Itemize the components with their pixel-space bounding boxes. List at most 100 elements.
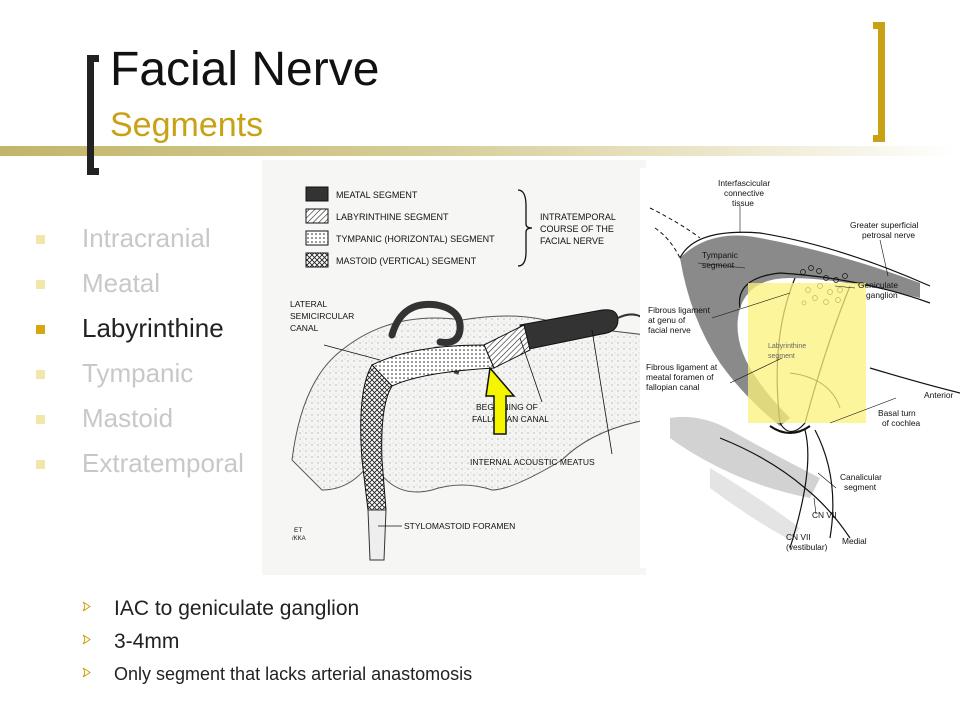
- title-rule: [0, 146, 960, 156]
- legend-label: MASTOID (VERTICAL) SEGMENT: [336, 256, 477, 266]
- segment-label: Extratemporal: [82, 448, 244, 478]
- nerve-outline: [814, 429, 834, 539]
- hollow-diamond-bullet-icon: [82, 667, 91, 678]
- diagram-label: connective: [724, 188, 764, 198]
- segment-item-meatal: Meatal: [36, 261, 244, 306]
- left-bracket-decoration: [87, 55, 99, 175]
- note-item: IAC to geniculate ganglion: [82, 592, 472, 625]
- diagram-label: petrosal nerve: [862, 230, 915, 240]
- diagram-label: Canalicular: [840, 472, 882, 482]
- diagram-label: fallopian canal: [646, 382, 700, 392]
- note-item: Only segment that lacks arterial anastom…: [82, 658, 472, 690]
- pointer-line: [711, 292, 791, 319]
- segment-label: Intracranial: [82, 223, 211, 253]
- brace-label: INTRATEMPORAL: [540, 212, 616, 222]
- up-arrow-icon: [485, 366, 516, 435]
- segment-item-tympanic: Tympanic: [36, 351, 244, 396]
- diagram-label: tissue: [732, 198, 754, 208]
- pointer-line: [323, 344, 381, 361]
- diagram-label: meatal foramen of: [646, 372, 714, 382]
- pointer-line: [813, 497, 817, 515]
- diagram-label: CANAL: [290, 323, 319, 333]
- diagram-label: BEGINNING OF: [476, 402, 538, 412]
- legend-label: TYMPANIC (HORIZONTAL) SEGMENT: [336, 234, 495, 244]
- segment-label: Meatal: [82, 268, 161, 298]
- legend-swatch-dots: [305, 230, 329, 246]
- diagram-label: Greater superficial: [850, 220, 919, 230]
- diagram-label: CN VII: [786, 532, 811, 542]
- pointer-line: [834, 285, 856, 289]
- square-bullet-icon: [36, 235, 45, 244]
- right-bracket-decoration: [873, 22, 885, 142]
- dashed-boundary: [654, 227, 681, 259]
- diagram-label: STYLOMASTOID FORAMEN: [404, 521, 515, 531]
- hollow-diamond-bullet-icon: [82, 601, 91, 612]
- diagram-label: Labyrinthine: [768, 343, 806, 350]
- note-item: 3-4mm: [82, 625, 472, 658]
- diagram-label: SEMICIRCULAR: [290, 311, 354, 321]
- pointer-line: [697, 262, 746, 269]
- artist-signature: ET: [294, 527, 302, 534]
- square-bullet-icon: [36, 280, 45, 289]
- legend-swatch-solid: [305, 186, 329, 202]
- pointer-line: [729, 357, 783, 384]
- diagram-label: segment: [768, 353, 795, 360]
- diagram-label: Fibrous ligament: [648, 305, 711, 315]
- pointer-line: [519, 337, 543, 403]
- nerve-outline: [738, 272, 931, 309]
- diagram-label: segment: [844, 482, 877, 492]
- semicircular-canal-illustration: [388, 300, 464, 346]
- diagram-label: segment: [702, 260, 735, 270]
- diagram-label: INTERNAL ACOUSTIC MEATUS: [470, 457, 595, 467]
- diagram-label: of cochlea: [882, 418, 921, 428]
- pointer-line: [591, 329, 613, 455]
- nerve-outline: [679, 231, 931, 287]
- legend-swatch-crosshatch: [305, 252, 329, 268]
- note-text: 3-4mm: [114, 630, 180, 653]
- hollow-diamond-bullet-icon: [82, 634, 91, 645]
- note-text: IAC to geniculate ganglion: [114, 597, 360, 620]
- segment-item-intracranial: Intracranial: [36, 216, 244, 261]
- brace-label: COURSE OF THE: [540, 224, 614, 234]
- pointer-line: [879, 239, 889, 277]
- meatal-segment-illustration: [519, 309, 619, 351]
- diagram-label: CN VII: [812, 510, 837, 520]
- bone-illustration: [710, 468, 800, 540]
- segment-list: Intracranial Meatal Labyrinthine Tympani…: [36, 216, 244, 486]
- diagram-label: ganglion: [866, 290, 898, 300]
- legend-swatch-hatch: [305, 208, 329, 224]
- diagram-label: LATERAL: [290, 299, 327, 309]
- diagram-label: Fibrous ligament at: [646, 362, 718, 372]
- nerve-trunk-illustration: [367, 509, 387, 561]
- segment-item-mastoid: Mastoid: [36, 396, 244, 441]
- square-bullet-icon: [36, 325, 45, 334]
- bone-illustration: [670, 416, 820, 498]
- brace-label: FACIAL NERVE: [540, 236, 604, 246]
- notes-list: IAC to geniculate ganglion 3-4mm Only se…: [82, 592, 472, 690]
- cochlea-illustration: [769, 425, 811, 434]
- intratemporal-course-diagram: MEATAL SEGMENT LABYRINTHINE SEGMENT TYMP…: [262, 160, 646, 575]
- diagram-label: Medial: [842, 536, 867, 546]
- segment-label: Mastoid: [82, 403, 174, 433]
- diagram-label: Basal turn: [878, 408, 916, 418]
- diagram-label: FALLOPIAN CANAL: [472, 414, 549, 424]
- artist-signature: /KKA: [292, 536, 306, 542]
- nerve-outline: [789, 429, 809, 549]
- nerve-outline: [869, 367, 960, 394]
- segment-label: Tympanic: [82, 358, 194, 388]
- diagram-label: facial nerve: [648, 325, 691, 335]
- diagram-legend: MEATAL SEGMENT LABYRINTHINE SEGMENT TYMP…: [305, 186, 616, 268]
- labyrinthine-segment-detail-diagram: Interfascicular connective tissue Greate…: [640, 168, 960, 568]
- segment-label: Labyrinthine: [82, 313, 224, 343]
- diagram-label: Geniculate: [858, 280, 898, 290]
- pointer-line: [829, 397, 897, 424]
- slide-title: Facial Nerve: [110, 43, 380, 96]
- note-text: Only segment that lacks arterial anastom…: [114, 664, 473, 684]
- square-bullet-icon: [36, 415, 45, 424]
- legend-label: MEATAL SEGMENT: [336, 190, 418, 200]
- diagram-label: Interfascicular: [718, 178, 770, 188]
- legend-brace: [517, 189, 533, 267]
- tympanic-segment-illustration: [371, 344, 495, 387]
- legend-label: LABYRINTHINE SEGMENT: [336, 212, 449, 222]
